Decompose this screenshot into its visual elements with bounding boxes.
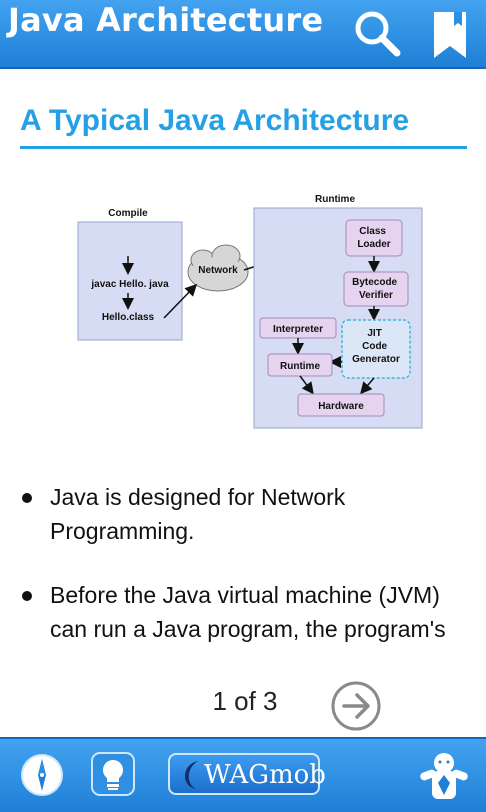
- section-title: A Typical Java Architecture: [20, 104, 410, 137]
- bullet-list: Java is designed for Network Programming…: [18, 480, 468, 646]
- hardware-label: Hardware: [318, 401, 364, 412]
- title-underline: [20, 146, 467, 149]
- bullet-text: Java is designed for Network Programming…: [50, 484, 346, 544]
- bullet-text: Before the Java virtual machine (JVM) ca…: [50, 582, 446, 642]
- search-icon[interactable]: [352, 8, 402, 58]
- compass-icon[interactable]: [20, 753, 64, 797]
- lightbulb-icon[interactable]: [90, 751, 136, 797]
- app-header: Java Architecture: [0, 0, 486, 69]
- class-loader-line2: Loader: [357, 239, 390, 250]
- pager: 1 of 3: [0, 680, 486, 732]
- compile-step-class: Hello.class: [102, 312, 155, 323]
- compile-panel: [77, 221, 183, 341]
- class-loader-line1: Class: [359, 226, 386, 237]
- bullet-dot: [22, 493, 32, 503]
- bookmark-icon[interactable]: [430, 8, 470, 60]
- jit-line3: Generator: [352, 354, 400, 365]
- bytecode-verifier-box: [343, 271, 409, 307]
- app-footer: WAGmob: [0, 737, 486, 812]
- jit-line1: JIT: [367, 328, 381, 339]
- java-architecture-diagram: Compile javac Hello. java Hello.class Ne…: [77, 194, 423, 429]
- network-label: Network: [198, 265, 238, 276]
- bullet-item: Before the Java virtual machine (JVM) ca…: [18, 578, 468, 646]
- mascot-icon[interactable]: [418, 749, 470, 805]
- arrow-right-circle-icon[interactable]: [330, 680, 382, 732]
- svg-text:JIT Code Generator: JIT Code Generator: [352, 328, 400, 365]
- interpreter-label: Interpreter: [273, 324, 323, 335]
- brand-swoosh-icon: [184, 761, 198, 789]
- bytecode-verifier-line2: Verifier: [359, 290, 393, 301]
- svg-text:Bytecode Verifier: Bytecode Verifier: [352, 277, 400, 301]
- jit-line2: Code: [362, 341, 387, 352]
- content-fade: [0, 640, 486, 680]
- compile-step-javac: javac Hello. java: [90, 279, 169, 290]
- runtime-label: Runtime: [315, 194, 355, 205]
- brand-name: WAGmob: [204, 760, 326, 790]
- runtime-box-label: Runtime: [280, 361, 320, 372]
- compile-label: Compile: [108, 208, 148, 219]
- network-cloud: [187, 244, 249, 292]
- jit-box: [341, 319, 411, 379]
- bullet-dot: [22, 591, 32, 601]
- page-indicator: 1 of 3: [212, 686, 278, 716]
- brand-logo[interactable]: WAGmob: [168, 753, 326, 795]
- bullet-item: Java is designed for Network Programming…: [18, 480, 468, 548]
- bytecode-verifier-line1: Bytecode: [352, 277, 397, 288]
- hardware-box: [297, 393, 385, 417]
- app-title: Java Architecture: [8, 1, 324, 39]
- svg-text:Class Loader: Class Loader: [357, 226, 390, 250]
